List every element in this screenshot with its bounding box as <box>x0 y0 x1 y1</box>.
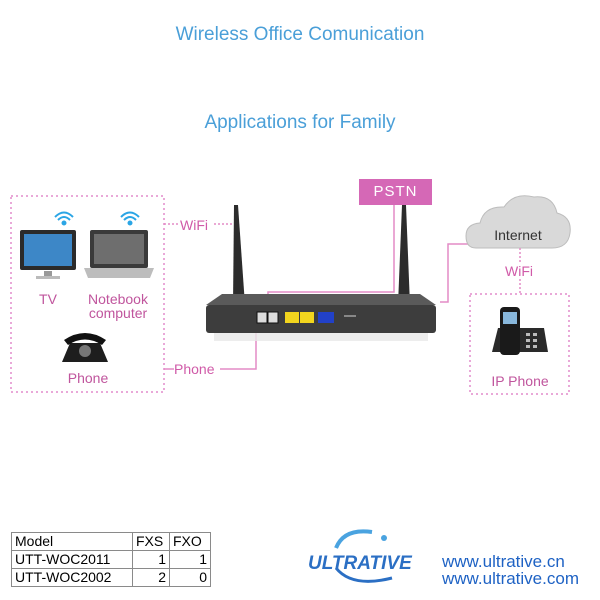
ip-phone-icon <box>492 307 548 355</box>
table-cell-fxo: 0 <box>169 568 211 587</box>
main-title: Wireless Office Comunication <box>175 24 425 45</box>
router-antenna-left <box>233 205 245 305</box>
notebook-label-line1: Notebook <box>88 291 148 307</box>
port-line <box>267 311 279 324</box>
port-lan-2 <box>300 312 314 323</box>
table-header-fxs: FXS <box>132 532 170 551</box>
table-header-model: Model <box>11 532 133 551</box>
wifi-left-label: WiFi <box>180 217 208 233</box>
website-url-cn[interactable]: www.ultrative.cn <box>442 552 565 571</box>
table-row: UTT-WOC2002 2 0 <box>11 568 211 587</box>
notebook-label-line2: computer <box>88 305 148 321</box>
router-reflection <box>214 333 428 341</box>
port-wan <box>318 312 334 323</box>
pstn-cable-line <box>267 205 395 302</box>
table-cell-model: UTT-WOC2011 <box>11 550 133 569</box>
phone-icon <box>62 333 108 362</box>
notebook-wifi-icon <box>120 211 140 226</box>
phone-label: Phone <box>67 370 109 386</box>
router-top <box>206 294 436 305</box>
home-devices-box <box>10 195 165 393</box>
brand-logo-icon <box>334 529 393 583</box>
table-cell-fxs: 2 <box>132 568 170 587</box>
notebook-label: Notebook computer <box>78 292 158 320</box>
table-cell-model: UTT-WOC2002 <box>11 568 133 587</box>
internet-cable-line <box>440 243 478 303</box>
internet-label: Internet <box>494 227 542 243</box>
table-header-row: Model FXS FXO <box>11 532 211 551</box>
tv-wifi-icon <box>54 211 74 226</box>
cloud-icon <box>465 195 571 249</box>
table-header-fxo: FXO <box>169 532 211 551</box>
port-phone <box>256 311 268 324</box>
tv-label: TV <box>39 291 57 307</box>
pstn-label: PSTN <box>359 179 432 205</box>
sub-title: Applications for Family <box>204 112 396 133</box>
table-cell-fxs: 1 <box>132 550 170 569</box>
table-cell-fxo: 1 <box>169 550 211 569</box>
website-url-com[interactable]: www.ultrative.com <box>442 569 579 588</box>
table-row: UTT-WOC2011 1 1 <box>11 550 211 569</box>
port-lan-1 <box>285 312 299 323</box>
phone-left-label: Phone <box>174 361 215 377</box>
router-antenna-right <box>398 205 410 305</box>
model-table: Model FXS FXO UTT-WOC2011 1 1 UTT-WOC200… <box>11 532 211 587</box>
ip-phone-label: IP Phone <box>491 373 549 389</box>
brand-logo-text: ULTRATIVE <box>308 553 412 574</box>
wifi-right-label: WiFi <box>505 263 533 279</box>
